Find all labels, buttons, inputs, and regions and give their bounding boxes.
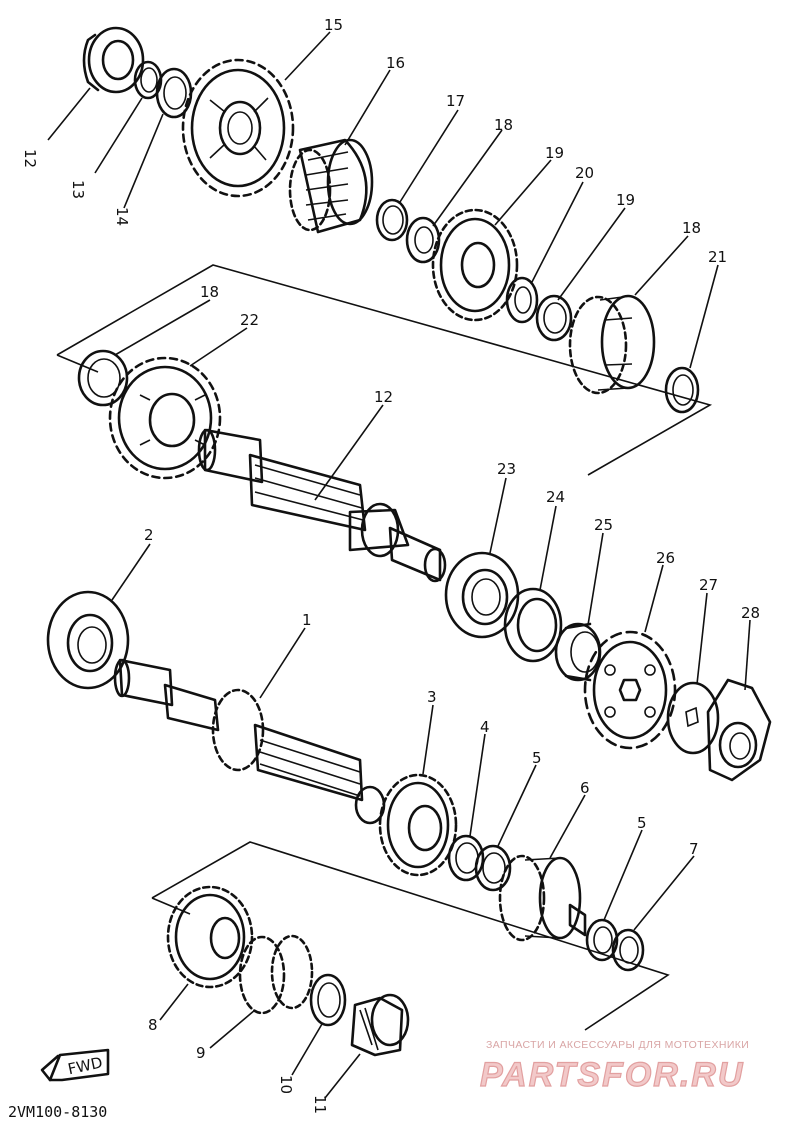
gear-17 — [288, 138, 374, 234]
callout-1: 1 — [302, 611, 312, 629]
callout-24: 23 — [497, 460, 516, 478]
watermark-tagline: ЗАПЧАСТИ И АКСЕССУАРЫ ДЛЯ МОТОТЕХНИКИ — [486, 1039, 749, 1051]
washer-15 — [155, 67, 193, 119]
gear-21 — [568, 294, 656, 395]
callout-3: 3 — [427, 688, 437, 706]
gear-16 — [181, 58, 295, 198]
bracket-upper-left — [56, 354, 99, 373]
circlip-5a — [474, 844, 512, 892]
nut-29 — [706, 678, 772, 782]
callout-9: 9 — [196, 1044, 206, 1062]
circlip-7 — [611, 928, 645, 972]
gear-20 — [431, 208, 519, 322]
circlip-18a — [375, 198, 409, 242]
bracket-lower — [151, 841, 670, 1031]
circlip-18b — [535, 294, 573, 342]
callout-5a: 5 — [532, 749, 542, 767]
callout-8: 8 — [148, 1016, 158, 1034]
sprocket-27 — [583, 630, 677, 750]
callout-16: 15 — [324, 16, 343, 34]
callout-19a: 18 — [494, 116, 513, 134]
gear-6 — [498, 854, 587, 942]
callout-11: 11 — [311, 1095, 329, 1114]
callout-labels: 12 13 14 15 16 17 18 19 20 19 18 21 18 2… — [21, 16, 760, 1114]
washer-10 — [309, 973, 347, 1027]
callout-19b: 20 — [575, 164, 594, 182]
callout-25: 24 — [546, 488, 565, 506]
callout-17: 16 — [386, 54, 405, 72]
callout-26: 25 — [594, 516, 613, 534]
diagram-code: 2VM100-8130 — [8, 1103, 107, 1121]
callout-6: 6 — [580, 779, 590, 797]
watermark-brand: PARTSFOR.RU — [480, 1056, 744, 1094]
callout-29: 28 — [741, 604, 760, 622]
callout-18b: 19 — [616, 191, 635, 209]
callout-20: 19 — [545, 144, 564, 162]
fwd-arrow-icon: FWD — [40, 1048, 110, 1082]
bracket-upper — [56, 264, 713, 476]
collar-26 — [554, 622, 602, 682]
circlip-18c — [664, 366, 700, 414]
needle-bearing-11 — [350, 993, 410, 1057]
callout-2: 2 — [144, 526, 154, 544]
callout-23: 22 — [240, 311, 259, 329]
callout-18c: 21 — [708, 248, 727, 266]
bearing-2 — [46, 590, 130, 690]
callout-5b: 5 — [637, 814, 647, 832]
circlip-5b — [585, 918, 619, 962]
oil-seal-25 — [503, 587, 563, 663]
callout-28: 27 — [699, 576, 718, 594]
callout-21: 18 — [682, 219, 701, 237]
callout-13: 12 — [374, 388, 393, 406]
callout-22: 18 — [200, 283, 219, 301]
callout-7: 7 — [689, 840, 699, 858]
main-axle-13 — [197, 428, 447, 583]
callout-12: 12 — [21, 149, 39, 168]
washer-19a — [405, 216, 441, 264]
bearing-12 — [82, 26, 145, 94]
callout-4: 4 — [480, 718, 490, 736]
bearing-24 — [444, 551, 520, 639]
callout-15: 14 — [113, 207, 131, 226]
callout-14: 13 — [69, 180, 87, 199]
drive-axle-1 — [113, 658, 386, 825]
gear-9 — [238, 934, 314, 1015]
gear-8 — [166, 885, 254, 989]
lock-washer-28 — [666, 681, 720, 755]
leader-lines — [47, 31, 751, 1099]
callout-27: 26 — [656, 549, 675, 567]
watermark: ЗАПЧАСТИ И АКСЕССУАРЫ ДЛЯ МОТОТЕХНИКИ PA… — [479, 1039, 749, 1095]
gear-23 — [108, 356, 222, 480]
callout-18a: 17 — [446, 92, 465, 110]
callout-10: 10 — [277, 1075, 295, 1094]
gear-3 — [378, 773, 458, 877]
washer-22 — [77, 349, 129, 407]
washer-19b — [505, 276, 539, 324]
